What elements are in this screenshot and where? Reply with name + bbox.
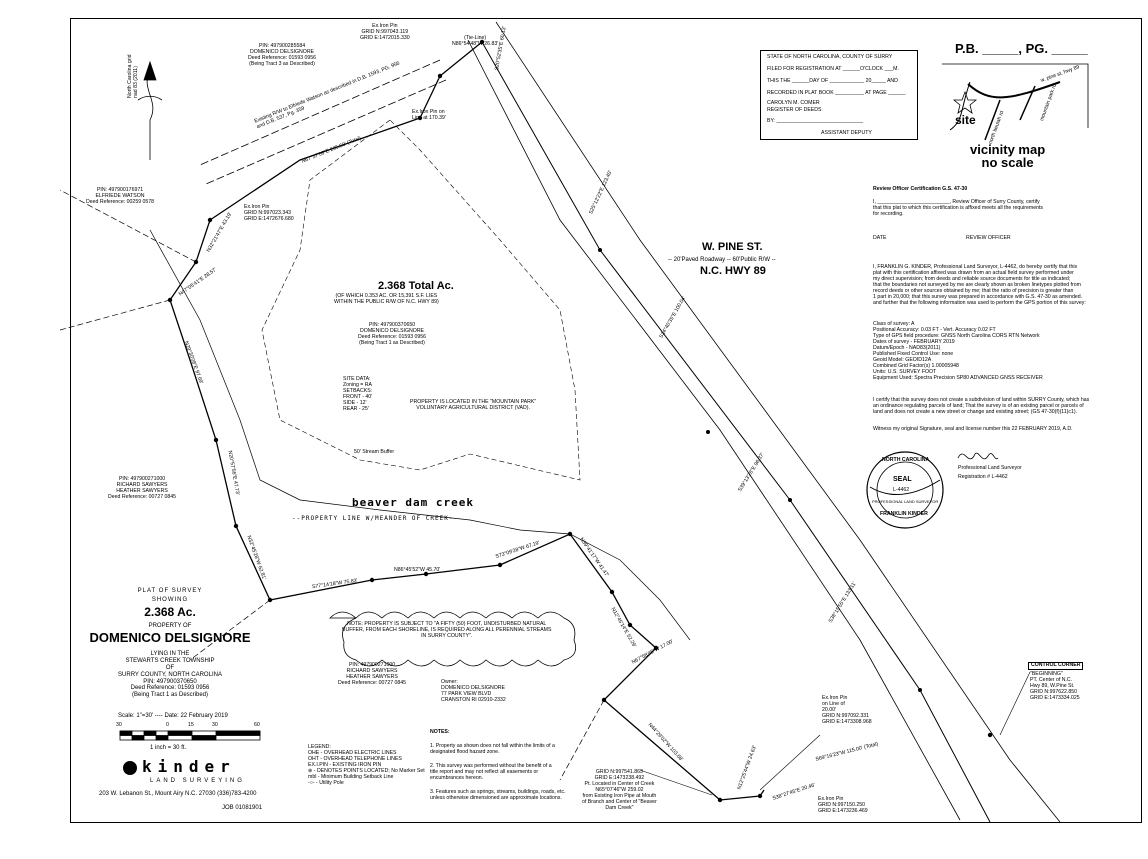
- parcel-total-note: (OF WHICH 0.353 AC. OR 15,391 S.F. LIES …: [334, 293, 439, 305]
- road-name-2: N.C. HWY 89: [700, 265, 766, 277]
- adjoiner-line-bottom: [189, 599, 271, 661]
- company-address: 203 W. Lebanon St., Mount Airy N.C. 2703…: [99, 791, 257, 797]
- review-officer-label: REVIEW OFFICER: [966, 235, 1011, 241]
- creek-line: [149, 229, 691, 641]
- title-acres: 2.368 Ac.: [144, 605, 196, 619]
- registration-line: THIS THE ______DAY OF ____________ 20___…: [767, 78, 898, 84]
- kinder-logo-icon: [123, 761, 137, 775]
- signature-icon: [957, 452, 999, 460]
- tie-line: (Tie-Line) N86°54'48"W 26.83': [452, 35, 499, 47]
- adjoiner-top: PIN: 497900285584 DOMENICO DELSIGNORE De…: [248, 43, 317, 67]
- title-location: LYING IN THE STEWARTS CREEK TOWNSHIP OF …: [118, 651, 222, 699]
- scale-tick: 15: [188, 722, 194, 728]
- creek-name: beaver dam creek: [352, 496, 474, 509]
- scale-tick: 30: [212, 722, 218, 728]
- surveyor-seal-icon: [866, 451, 944, 529]
- scale-inch: 1 inch = 30 ft.: [150, 745, 187, 751]
- road-name-1: W. PINE ST.: [702, 241, 763, 253]
- vicinity-map-title: vicinity map no scale: [970, 143, 1045, 169]
- seal-bottom-text: FRANKLIN KINDER: [880, 511, 928, 517]
- adjoiner-watson: PIN: 497900176971 ELFRIEDE WATSON Deed R…: [86, 187, 155, 205]
- adjoiner-sawyers-2: PIN: 497900271000 RICHARD SAWYERS HEATHE…: [338, 662, 407, 686]
- legend: LEGEND: OHE - OVERHEAD ELECTRIC LINES OH…: [308, 744, 425, 786]
- note-2: 2. This survey was performed without the…: [430, 763, 552, 781]
- company-name: kinder: [142, 757, 236, 776]
- road-row-left: [467, 39, 961, 821]
- job-number: JOB 01081901: [222, 805, 263, 811]
- seal-middle-text: SEAL: [893, 476, 912, 483]
- north-arrow-icon: [137, 60, 163, 160]
- surveyor-cert-2: Class of survey: A Positional Accuracy: …: [873, 321, 1043, 381]
- scale-tick: 60: [254, 722, 260, 728]
- pin-label-6: Ex.Iron Pin GRID N:997150.250 GRID E:147…: [818, 796, 868, 814]
- watson-row-line: [199, 59, 441, 166]
- scale-bar: [119, 730, 261, 741]
- seal-license-text: L-4462: [893, 487, 910, 493]
- company-sub: LAND SURVEYING: [150, 778, 245, 784]
- note-3: 3. Features such as springs, streams, bu…: [430, 789, 566, 801]
- seal-ring-text: PROFESSIONAL LAND SURVEYOR: [872, 499, 939, 504]
- scale-date: Scale: 1"=30' ---- Date: 22 February 201…: [118, 713, 228, 719]
- title-owner: DOMENICO DELSIGNORE: [89, 630, 251, 645]
- registration-line: ASSISTANT DEPUTY: [821, 130, 872, 136]
- plat-book-page: P.B. _____, PG. _____: [955, 41, 1088, 56]
- vicinity-site-label: site: [955, 113, 976, 127]
- pin-label-5: GRID N:997541.863 GRID E:1473238.492 Pt.…: [582, 769, 657, 811]
- parcel-pin: PIN: 497900370650 DOMENICO DELSIGNORE De…: [358, 322, 427, 346]
- review-body: I, _________________________, Review Off…: [873, 199, 1044, 217]
- surveyor-title: Professional Land Surveyor: [958, 465, 1022, 471]
- notes-title: NOTES:: [430, 729, 450, 735]
- adjoiner-line-bottom-2: [559, 699, 605, 781]
- site-data: SITE DATA: Zoning = RA SETBACKS: FRONT -…: [343, 376, 373, 412]
- registration-line: REGISTER OF DEEDS: [767, 107, 822, 113]
- vicinity-title-text: vicinity map: [970, 142, 1046, 157]
- adjoiner-line-left-2: [59, 299, 171, 331]
- note-cloud-outline: [329, 611, 577, 667]
- surveyor-cert-1: I, FRANKLIN G. KINDER, Professional Land…: [873, 264, 1086, 306]
- vicinity-subtitle-text: no scale: [981, 155, 1034, 170]
- bearing-b13: N86°45'52"W 45.70': [394, 567, 441, 573]
- parcel-total-acres: 2.368 Total Ac.: [378, 280, 454, 292]
- registration-line: STATE OF NORTH CAROLINA, COUNTY OF SURRY: [767, 54, 893, 60]
- surveyor-cert-4: Witness my original Signature, seal and …: [873, 426, 1073, 432]
- registration-line: RECORDED IN PLAT BOOK __________ AT PAGE…: [767, 90, 906, 96]
- pin-label-2: Ex.Iron Pin GRID N:997023.343 GRID E:147…: [244, 204, 294, 222]
- sheet-border: [70, 18, 1142, 823]
- registration-line: BY: ______________________________: [767, 118, 864, 124]
- scale-tick: 30: [116, 722, 122, 728]
- title-property-of: PROPERTY OF: [148, 623, 192, 629]
- buffer-note: NOTE: PROPERTY IS SUBJECT TO "A FIFTY (5…: [342, 621, 552, 639]
- pin-label-3: Ex.Iron Pin on Line at 170.39': [412, 109, 446, 121]
- vad-district: PROPERTY IS LOCATED IN THE "MOUNTAIN PAR…: [410, 399, 537, 411]
- title-line-1: PLAT OF SURVEY: [137, 588, 203, 594]
- property-boundary: [169, 41, 765, 801]
- control-corner-title: CONTROL CORNER: [1028, 662, 1084, 670]
- review-date-label: DATE: [873, 235, 887, 241]
- title-line-2: SHOWING: [151, 597, 189, 603]
- seal-top-text: NORTH CAROLINA: [882, 457, 930, 463]
- creek-line-label: --PROPERTY LINE W/MEANDER OF CREEK--: [292, 515, 459, 522]
- road-subtitle: -- 20'Paved Roadway -- 60'Public R/W --: [668, 257, 776, 263]
- registration-block: STATE OF NORTH CAROLINA, COUNTY OF SURRY…: [760, 50, 918, 140]
- surveyor-registration: Registration # L-4462: [958, 474, 1008, 480]
- adjoiner-sawyers-1: PIN: 497900271000 RICHARD SAWYERS HEATHE…: [108, 476, 177, 500]
- control-corner: "BEGINNING" PT. Center of N.C. Hwy 89, W…: [1030, 671, 1080, 701]
- owner-address: Owner: DOMENICO DELSIGNORE 77 PARK VIEW …: [441, 679, 506, 703]
- review-title: Review Officer Certification G.S. 47-30: [873, 186, 968, 192]
- note-1: 1. Property as shown does not fall withi…: [430, 743, 555, 755]
- stream-buffer-label: 50' Stream Buffer: [354, 449, 395, 455]
- pin-label-4: Ex.Iron Pin on Line of 20.00' GRID N:997…: [822, 695, 872, 725]
- scale-tick: 0: [166, 722, 169, 728]
- grid-reference: North Carolina grid nad 83 (2011): [127, 54, 139, 98]
- vicinity-map-icon: [942, 63, 1089, 141]
- registration-line: FILED FOR REGISTRATION AT ______O'CLOCK …: [767, 66, 899, 72]
- stream-buffer-line: [261, 119, 581, 481]
- adjoiner-line-left: [59, 189, 197, 263]
- road-row-right: [495, 21, 1061, 823]
- pin-label-1: Ex.Iron Pin GRID N:997043.119 GRID E:147…: [360, 23, 410, 41]
- registration-line: CAROLYN M. COMER: [767, 100, 820, 106]
- surveyor-cert-3: I certify that this survey does not crea…: [873, 397, 1090, 415]
